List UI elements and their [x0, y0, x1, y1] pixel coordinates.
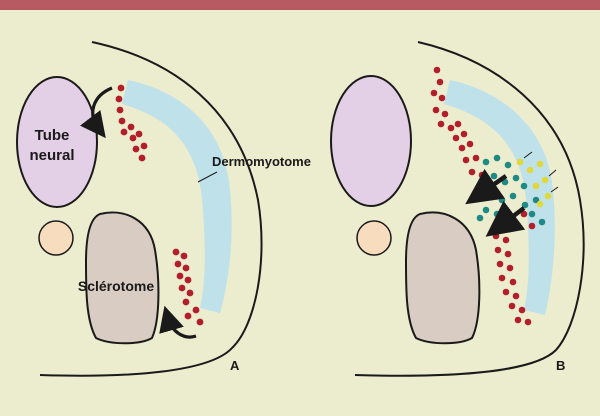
yellow-cells-b	[516, 158, 552, 208]
red-cells-b	[430, 66, 536, 326]
embryo-outline-a	[39, 41, 263, 377]
curved-arrow-bottom-a	[159, 305, 197, 339]
sclerotome-label: Sclérotome	[78, 278, 154, 294]
panel-a: Tube neural Sclérotome Dermomyotome	[16, 41, 311, 377]
yellow-pointer-lines	[523, 151, 559, 193]
curved-arrow-top-a	[80, 86, 113, 139]
sclerotome-a	[84, 211, 160, 345]
arrow-lower-b	[485, 200, 526, 237]
neural-tube-label-line1: Tube	[35, 127, 70, 144]
panel-label-b: B	[556, 358, 565, 373]
neural-tube-label-line2: neural	[29, 147, 74, 164]
panel-label-a: A	[230, 358, 240, 373]
neural-tube-a	[16, 76, 98, 208]
notochord-b	[356, 220, 392, 256]
sclerotome-b	[404, 211, 481, 345]
arrow-upper-b	[465, 168, 508, 205]
embryo-outline-b	[354, 41, 585, 377]
red-cells-top-a	[115, 84, 148, 162]
dermomyotome-label: Dermomyotome	[212, 154, 311, 169]
top-bar	[0, 0, 600, 10]
dermomyotome-a	[122, 80, 232, 313]
panel-b: B	[330, 41, 585, 377]
red-cells-bottom-a	[172, 248, 204, 326]
notochord-a	[38, 220, 74, 256]
neural-tube-b	[330, 75, 412, 207]
dermomyotome-pointer	[197, 171, 218, 183]
dermomyotome-b	[444, 80, 555, 315]
